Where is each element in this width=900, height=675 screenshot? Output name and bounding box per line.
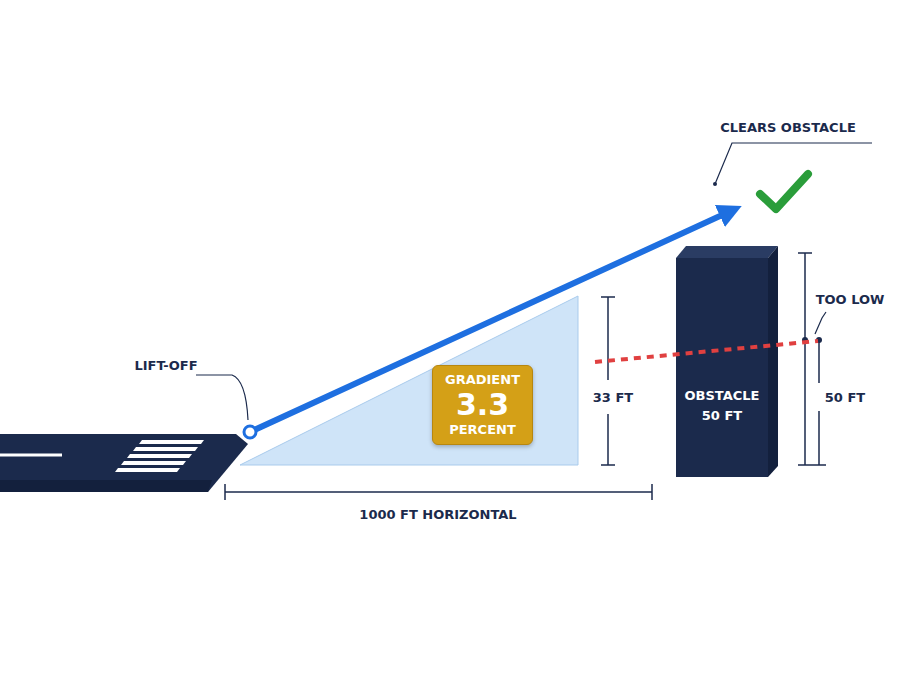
callout-label: CLEARS OBSTACLE [717,119,859,136]
threshold-stripes [115,440,204,472]
obstacle-height: 50 FT [702,406,742,426]
gradient-value: 3.3 [456,388,509,422]
dimension-line [804,253,806,465]
stripe [127,454,192,458]
dimension-label: 50 FT [822,389,868,406]
dimension-tick [798,464,826,466]
callout-label: TOO LOW [813,291,888,308]
badge-unit: PERCENT [449,422,516,438]
too-low-path [595,341,818,362]
stripe [121,461,186,465]
dimension-tick [601,464,615,466]
stripe [115,468,180,472]
dimension-tick [601,296,615,298]
gradient-triangle [240,296,578,465]
lift-off-point [244,426,256,438]
dimension-line [607,414,609,465]
obstacle-front [676,258,768,477]
dimension-label: 33 FT [590,389,636,406]
dimension-line [818,411,820,465]
stripe [133,447,198,451]
dimension-label: 1000 FT HORIZONTAL [356,506,519,523]
climb-path [250,210,733,432]
badge-heading: GRADIENT [445,372,520,388]
callout-label: LIFT-OFF [131,357,200,374]
runway-edge [0,480,212,492]
leader-line [815,312,826,334]
runway [0,434,248,492]
gradient-badge: GRADIENT3.3PERCENT [432,365,533,445]
obstacle-side [768,246,778,477]
dimension-line [607,297,609,380]
leader-line [196,375,248,420]
dimension-50ft [798,253,826,465]
dimension-33ft [601,297,615,465]
obstacle-top [676,246,778,258]
dimension-tick [798,252,812,254]
check-mark [760,174,808,209]
dimension-1000ft [225,484,652,500]
stripe [139,440,204,444]
dimension-tick [224,484,226,500]
obstacle-box: OBSTACLE50 FT [676,384,768,428]
dimension-tick [651,484,653,500]
leader-line [715,143,872,184]
leader-dot [713,182,717,186]
dimension-line [818,340,820,383]
dimension-line [225,491,652,493]
runway-centerline [0,454,62,457]
obstacle-name: OBSTACLE [685,386,760,406]
